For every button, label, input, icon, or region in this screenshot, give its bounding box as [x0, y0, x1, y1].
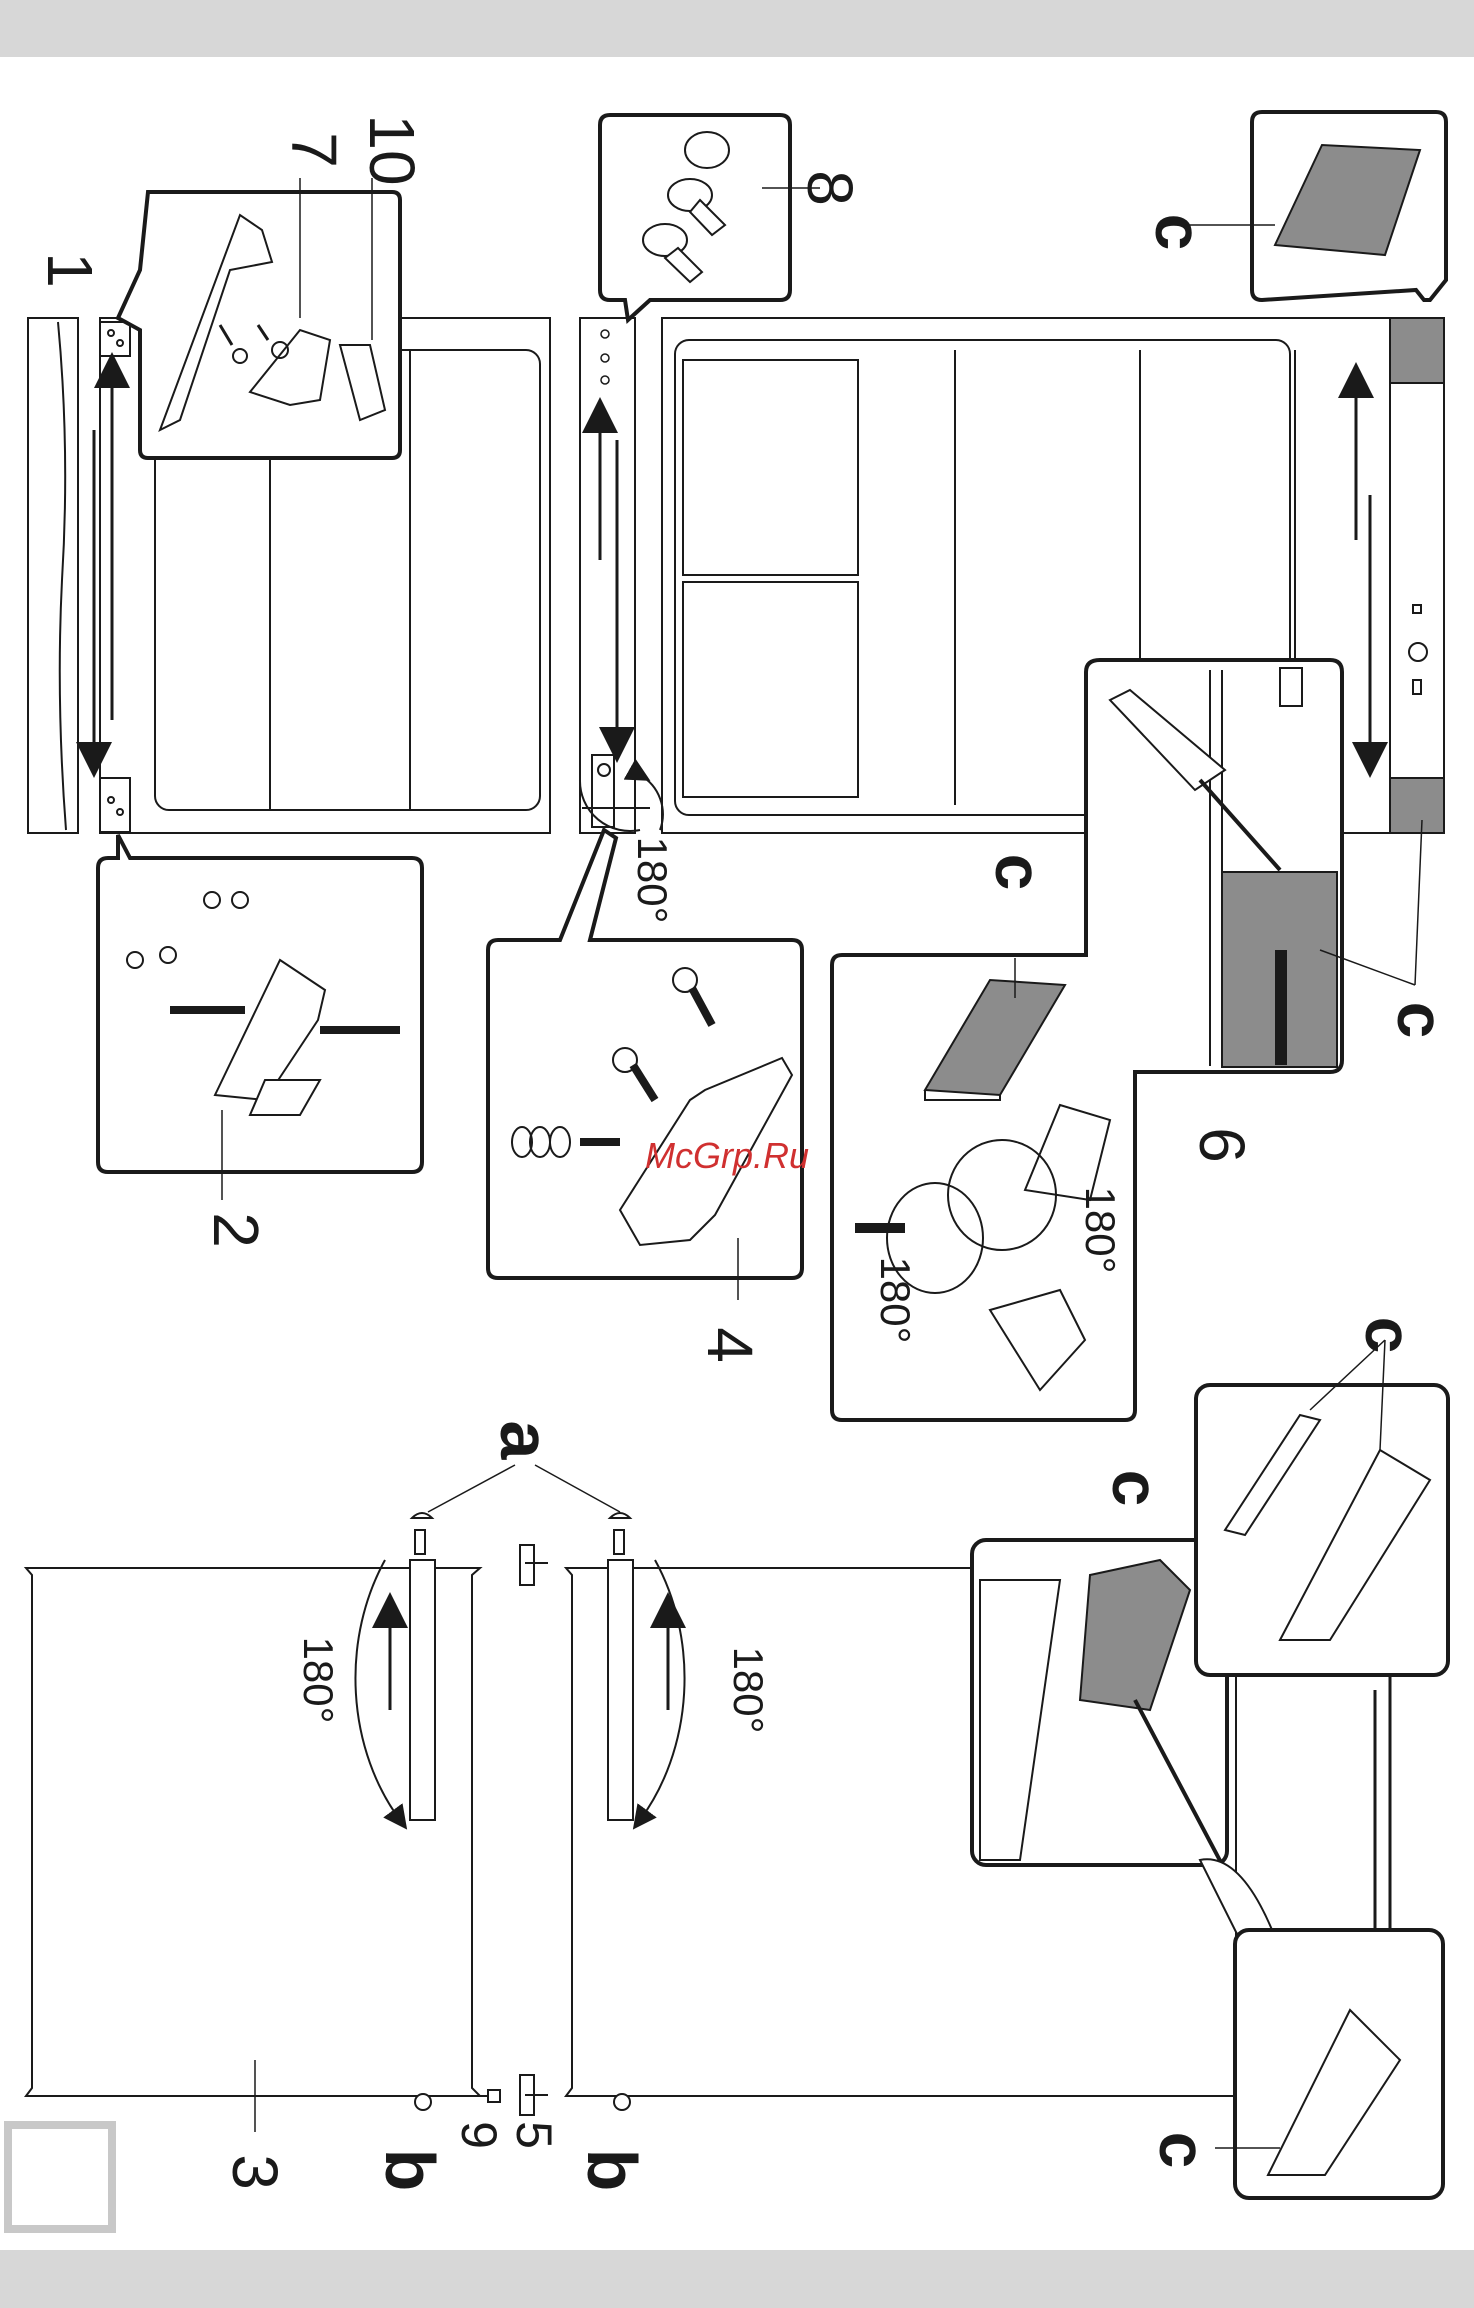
label-c6: c: [1146, 2132, 1220, 2169]
label-10: 10: [356, 114, 428, 185]
svg-text:b: b: [371, 2149, 449, 2192]
label-4: 4: [694, 1327, 766, 1363]
svg-text:9: 9: [451, 2121, 507, 2149]
leader-a-right: [535, 1465, 620, 1512]
callout-hinge-2: [98, 835, 422, 1200]
middle-hinge-holes: [601, 330, 609, 384]
watermark: McGrp.Ru: [645, 1135, 809, 1176]
label-c1: c: [1142, 214, 1216, 251]
svg-text:c: c: [1146, 2132, 1220, 2169]
label-c3: c: [1384, 1002, 1458, 1039]
label-6: 6: [1186, 1127, 1258, 1163]
angle-door-left: 180°: [295, 1637, 342, 1724]
svg-text:1: 1: [34, 252, 106, 288]
svg-text:c: c: [1384, 1002, 1458, 1039]
callout-hinge-7-10: [118, 178, 400, 458]
label-c5: c: [1099, 1470, 1173, 1507]
leader-a-left: [428, 1465, 515, 1512]
svg-text:8: 8: [794, 170, 866, 206]
label-9: 9: [451, 2121, 507, 2149]
label-b-left: b: [371, 2149, 449, 2192]
label-5: 5: [506, 2121, 562, 2149]
left-door: [26, 1560, 480, 2132]
svg-text:180°: 180°: [725, 1647, 772, 1734]
label-7: 7: [278, 132, 350, 168]
callout-cover-c-right: [1196, 1340, 1448, 1675]
svg-text:180°: 180°: [872, 1257, 919, 1344]
svg-text:c: c: [982, 854, 1056, 891]
label-8: 8: [794, 170, 866, 206]
leader-c-6b: [1415, 820, 1422, 985]
svg-text:2: 2: [200, 1212, 272, 1248]
angle-pin-left: 180°: [872, 1257, 919, 1344]
svg-text:c: c: [1142, 214, 1216, 251]
svg-text:180°: 180°: [1077, 1187, 1124, 1274]
svg-text:c: c: [1352, 1317, 1426, 1354]
label-a: a: [486, 1421, 564, 1461]
callout-plugs-8: [600, 115, 820, 320]
upper-hinge-plates: [100, 322, 130, 832]
svg-text:a: a: [486, 1421, 564, 1461]
door-pins: [412, 1513, 630, 2115]
svg-text:6: 6: [1186, 1127, 1258, 1163]
label-c2: c: [982, 854, 1056, 891]
angle-hinge-top: 180°: [1077, 1187, 1124, 1274]
svg-text:5: 5: [506, 2121, 562, 2149]
label-3: 3: [219, 2154, 291, 2190]
svg-text:7: 7: [278, 132, 350, 168]
svg-text:b: b: [573, 2149, 651, 2192]
label-c4: c: [1352, 1317, 1426, 1354]
step-1-top-panel: [28, 318, 78, 833]
callout-cover-c-bottom: [1215, 1930, 1443, 2198]
page-marker-box: [8, 2125, 112, 2229]
angle-door-right: 180°: [725, 1647, 772, 1734]
middle-hinge-rotate: [580, 755, 663, 831]
svg-text:3: 3: [219, 2154, 291, 2190]
svg-text:4: 4: [694, 1327, 766, 1363]
callout-cover-c-top: [1180, 112, 1446, 300]
label-2: 2: [200, 1212, 272, 1248]
svg-text:180°: 180°: [629, 837, 676, 924]
label-1: 1: [34, 252, 106, 288]
svg-text:180°: 180°: [295, 1637, 342, 1724]
svg-text:10: 10: [356, 114, 428, 185]
label-b-right: b: [573, 2149, 651, 2192]
svg-text:c: c: [1099, 1470, 1173, 1507]
angle-hinge-middle: 180°: [629, 837, 676, 924]
